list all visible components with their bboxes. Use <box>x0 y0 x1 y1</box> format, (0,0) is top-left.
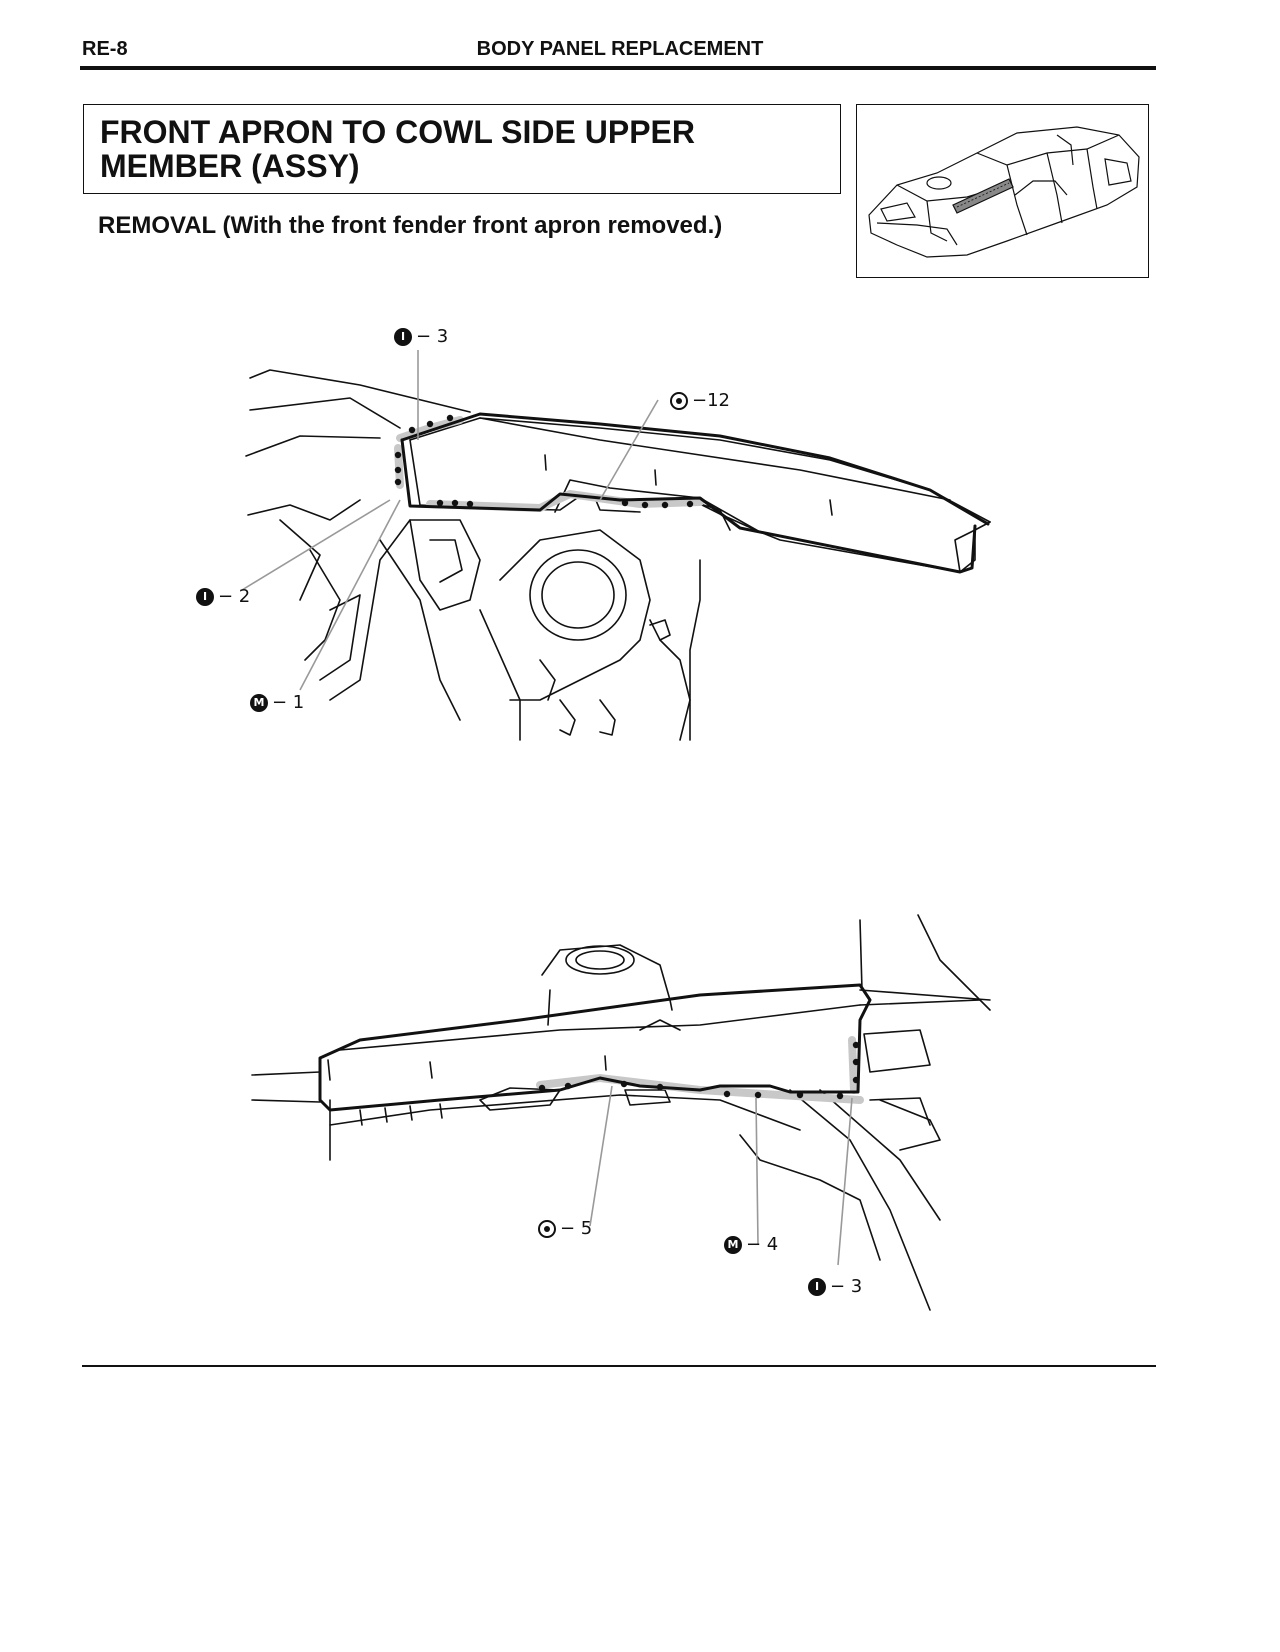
callout-top-3: I − 2 <box>196 586 250 607</box>
page-code: RE-8 <box>82 38 128 60</box>
callout-text: −12 <box>692 390 730 411</box>
procedure-title-line2: MEMBER (ASSY) <box>100 148 360 184</box>
mig-weld-symbol-icon: M <box>724 1235 742 1254</box>
callout-bottom-1: − 5 <box>538 1218 592 1239</box>
removal-subtitle: REMOVAL (With the front fender front apr… <box>98 212 723 239</box>
car-body-illustration <box>868 126 1140 258</box>
section-title: BODY PANEL REPLACEMENT <box>476 38 764 60</box>
callout-bottom-2: M − 4 <box>724 1234 778 1255</box>
callout-text: − 2 <box>218 586 251 607</box>
procedure-title-box: FRONT APRON TO COWL SIDE UPPER MEMBER (A… <box>83 104 841 194</box>
locator-thumbnail <box>856 104 1149 278</box>
callout-text: − 4 <box>746 1234 779 1255</box>
spot-weld-symbol-icon: I <box>808 1277 826 1296</box>
callout-top-1: I − 3 <box>394 326 448 347</box>
callout-text: − 1 <box>272 692 305 713</box>
callout-bottom-3: I − 3 <box>808 1276 862 1297</box>
footer-rule <box>82 1365 1156 1367</box>
callout-top-4: M − 1 <box>250 692 304 713</box>
drill-point-symbol-icon <box>670 391 688 410</box>
callout-text: − 3 <box>830 1276 863 1297</box>
callout-text: − 3 <box>416 326 449 347</box>
spot-weld-symbol-icon: I <box>394 327 412 346</box>
drill-point-symbol-icon <box>538 1219 556 1238</box>
mig-weld-symbol-icon: M <box>250 693 268 712</box>
callout-top-2: −12 <box>670 390 730 411</box>
procedure-title: FRONT APRON TO COWL SIDE UPPER MEMBER (A… <box>100 115 695 183</box>
procedure-title-line1: FRONT APRON TO COWL SIDE UPPER <box>100 114 695 150</box>
header-rule <box>80 66 1156 70</box>
spot-weld-symbol-icon: I <box>196 587 214 606</box>
callout-text: − 5 <box>560 1218 593 1239</box>
